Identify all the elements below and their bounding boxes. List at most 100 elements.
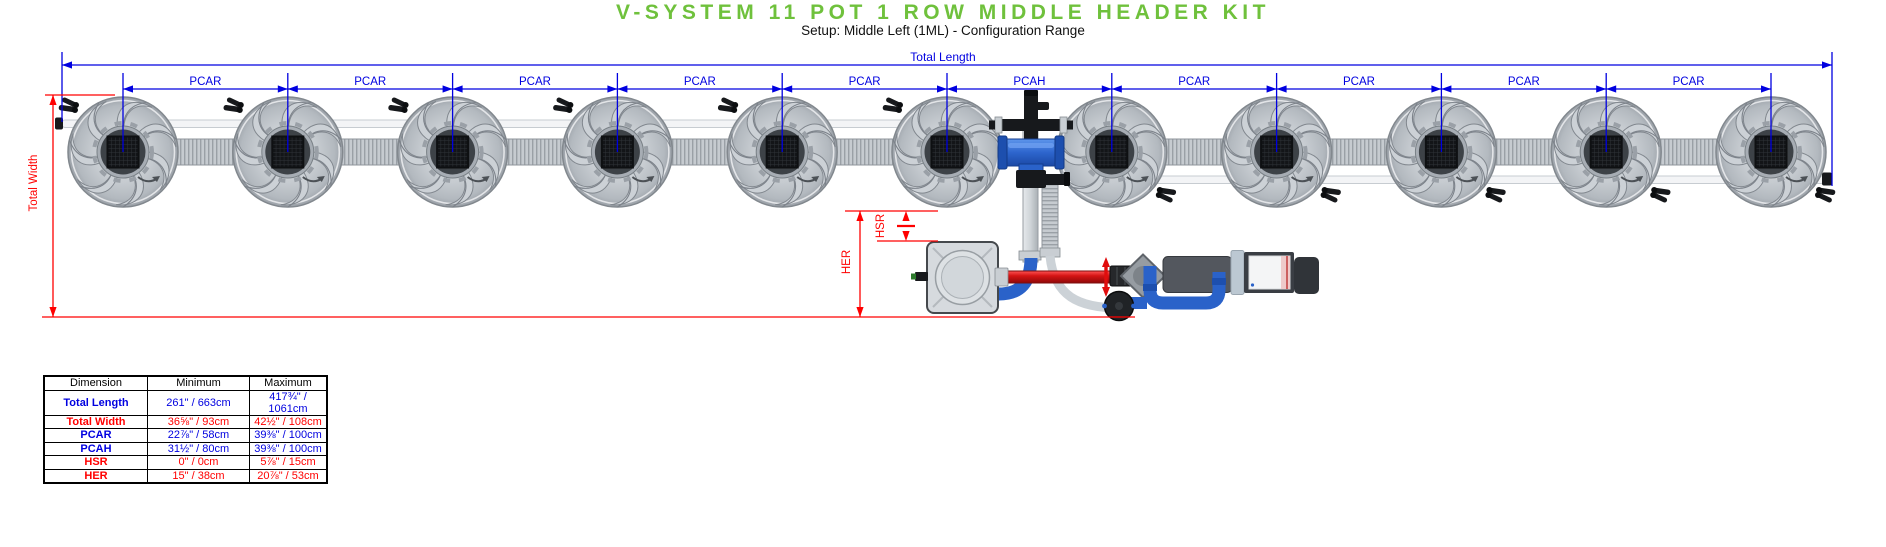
table-header-row: Dimension Minimum Maximum (43, 375, 328, 391)
dimension-arrow (287, 85, 298, 93)
maximum-value-cell: 20⅞" / 53cm (249, 468, 328, 484)
dimension-arrow (452, 85, 463, 93)
nozzle-set-6 (882, 96, 903, 113)
dimension-arrow (1431, 85, 1442, 93)
pot-connector-pipe (1488, 138, 1559, 166)
dimension-name-cell: PCAH (43, 441, 148, 456)
pot-9 (1379, 91, 1499, 212)
dim-label-pcar-7: PCAR (1178, 76, 1210, 88)
pot-8 (1214, 91, 1334, 212)
dimension-arrow (1606, 85, 1617, 93)
pump-suction-pipe (996, 270, 1111, 284)
dim-label-pcar-5: PCAR (849, 76, 881, 88)
pot-4 (555, 91, 675, 212)
her-label: HER (841, 250, 853, 274)
interconnect-pipes (170, 138, 1724, 166)
dimension-name-cell: HER (43, 468, 148, 484)
header-top-tee (1024, 94, 1038, 140)
dim-label-pcar-4: PCAR (684, 76, 716, 88)
nozzle-set-3 (388, 96, 409, 113)
nozzle-set-7 (1155, 187, 1177, 204)
pot-6 (885, 91, 1004, 212)
dimension-arrow (49, 95, 57, 105)
hose-clamp (1039, 247, 1061, 258)
header-lower-fitting (1016, 170, 1046, 188)
dimension-arrow (902, 211, 910, 221)
pot-7 (1049, 91, 1169, 212)
pot-connector-pipe (829, 138, 900, 166)
pot-connector-pipe (1653, 138, 1724, 166)
dimension-arrow (607, 85, 618, 93)
hsr-label: HSR (875, 214, 887, 238)
upper-drip-line (61, 119, 1001, 128)
maximum-value-cell: 417¾" / 1061cm (249, 389, 328, 416)
col-header-minimum: Minimum (147, 375, 250, 391)
dimension-arrow (123, 85, 133, 93)
maximum-value-cell: 42½" / 108cm (249, 414, 328, 429)
dim-label-pcar-1: PCAR (189, 76, 221, 88)
pot-connector-pipe (500, 138, 570, 166)
dimension-arrow (442, 85, 453, 93)
pot-1 (61, 91, 181, 212)
dim-label-pcah-6: PCAH (1013, 76, 1045, 88)
upper-line-end-cap (55, 117, 63, 130)
nozzle-set-5 (717, 96, 739, 113)
minimum-value-cell: 36⅝" / 93cm (147, 414, 250, 429)
minimum-value-cell: 31½" / 80cm (147, 441, 250, 456)
nozzle-set-2 (223, 96, 244, 113)
maximum-value-cell: 39⅜" / 100cm (249, 441, 328, 456)
nozzle-set-11 (1815, 187, 1836, 204)
flow-arrow (1102, 257, 1110, 267)
dimension-arrow (1596, 85, 1607, 93)
nozzle-set-4 (552, 96, 574, 113)
pot-connector-pipe (170, 138, 241, 166)
page-subtitle: Setup: Middle Left (1ML) - Configuration… (801, 23, 1085, 38)
maximum-value-cell: 39⅜" / 100cm (249, 428, 328, 443)
dimension-arrow (937, 85, 947, 93)
pot-3 (390, 91, 510, 212)
lower-line-end-cap (1822, 172, 1832, 186)
dim-label-pcar-2: PCAR (354, 76, 386, 88)
pot-5 (720, 91, 840, 212)
minimum-value-cell: 15" / 38cm (147, 468, 250, 484)
dim-label-pcar-9: PCAR (1508, 76, 1540, 88)
dimension-arrow (49, 307, 57, 317)
dimension-name-cell: Total Length (43, 389, 148, 416)
tank-spigot (915, 272, 928, 281)
nozzle-set-9 (1485, 187, 1506, 204)
dim-label-pcar-8: PCAR (1343, 76, 1375, 88)
minimum-value-cell: 0" / 0cm (147, 455, 250, 470)
header-assembly (989, 90, 1073, 263)
dimension-arrow (1276, 85, 1287, 93)
dimension-arrow (856, 211, 864, 221)
pump-end-cap (1294, 257, 1319, 294)
total-length-label: Total Length (910, 50, 975, 64)
dimension-arrow (1441, 85, 1452, 93)
maximum-value-cell: 5⅞" / 15cm (249, 455, 328, 470)
total-width-label: Total Width (28, 155, 40, 212)
dimension-arrow (1111, 85, 1122, 93)
pot-11 (1709, 91, 1828, 212)
pot-10 (1544, 91, 1664, 212)
dimension-arrow (856, 307, 864, 317)
dimension-arrow (772, 85, 783, 93)
pot-connector-pipe (335, 138, 406, 166)
dimension-arrow (277, 85, 288, 93)
dimension-arrow (947, 85, 957, 93)
col-header-dimension: Dimension (43, 375, 148, 391)
dimension-name-cell: Total Width (43, 414, 148, 429)
nozzle-set-8 (1320, 187, 1342, 204)
dimension-arrow (1761, 85, 1771, 93)
col-header-maximum: Maximum (249, 375, 328, 391)
dim-label-pcar-3: PCAR (519, 76, 551, 88)
pot-connector-pipe (1324, 138, 1394, 166)
minimum-value-cell: 261" / 663cm (147, 389, 250, 416)
dimension-arrow (62, 61, 72, 69)
